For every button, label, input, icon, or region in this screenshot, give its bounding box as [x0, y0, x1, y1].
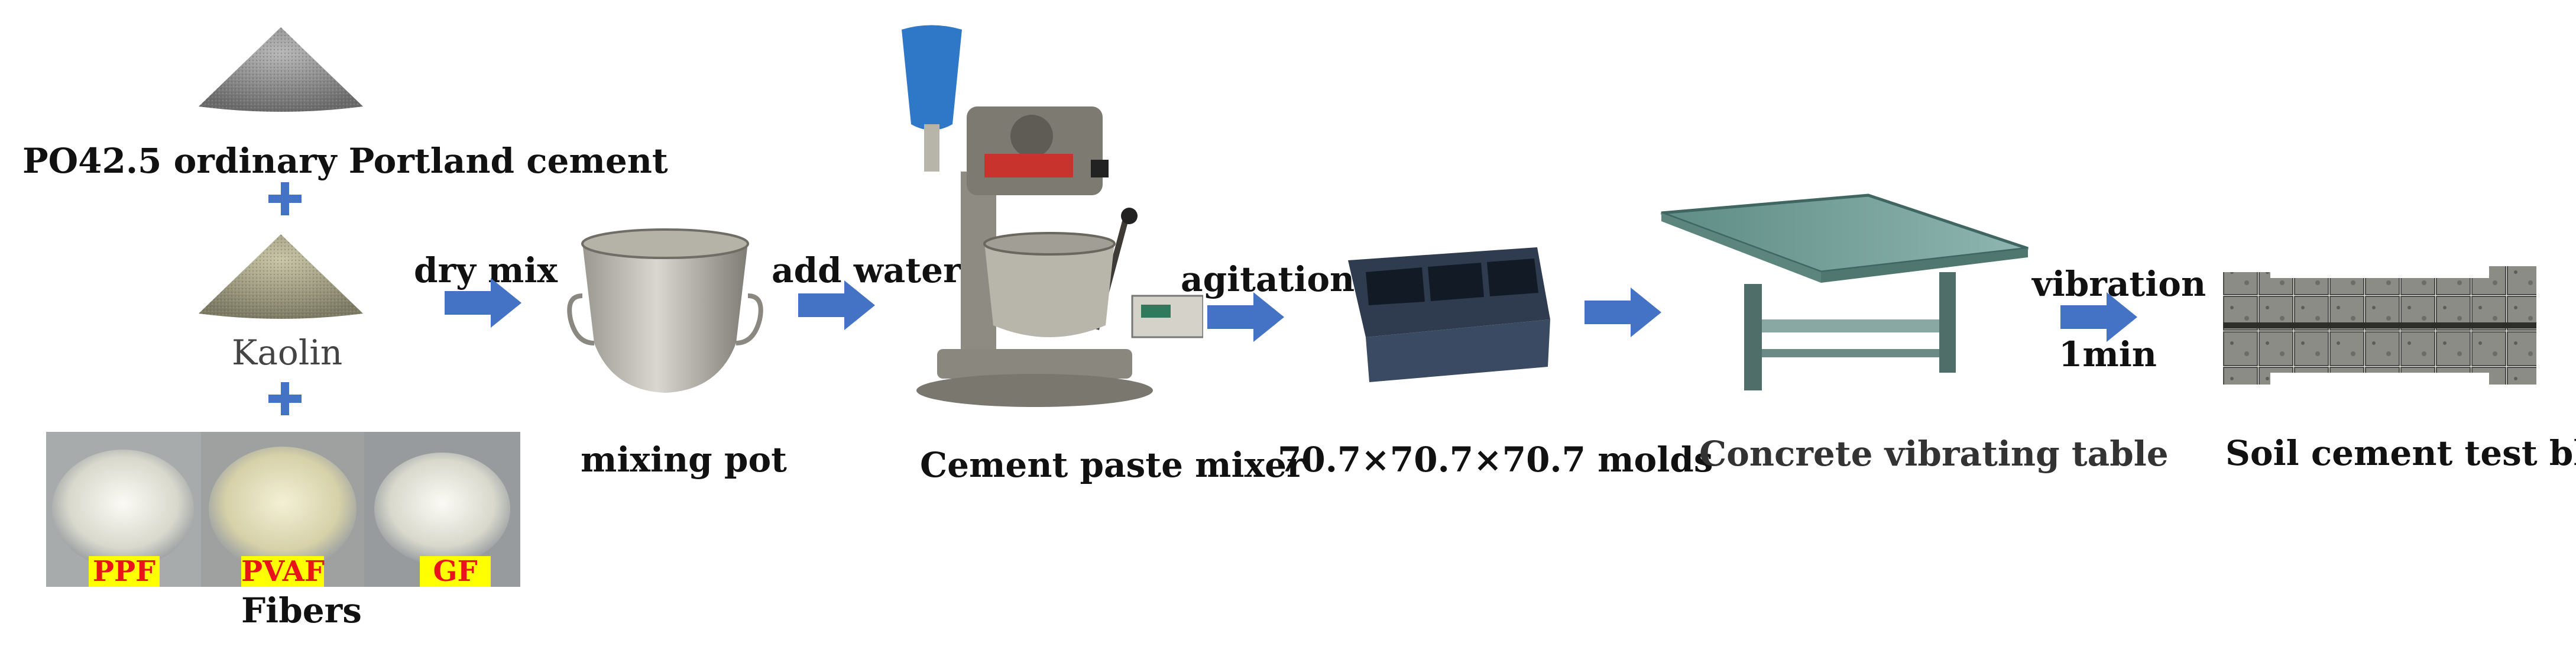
test-block-icon [2223, 266, 2536, 385]
kaolin-pile-icon [199, 234, 363, 319]
paste-mixer-label: Cement paste mixer [920, 445, 1305, 485]
plus-icon [268, 182, 302, 215]
plus-icon [268, 382, 302, 415]
vibrating-table-label: Concrete vibrating table [1699, 434, 2169, 474]
fiber-tag-ppf: PPF [89, 556, 160, 587]
vibration-time-label: 1min [2059, 334, 2157, 374]
arrow-right-icon [798, 280, 875, 330]
fiber-tag-gf: GF [420, 556, 491, 587]
fibers-label: Fibers [241, 590, 362, 631]
mold-icon [1348, 247, 1550, 382]
add-water-label: add water [772, 250, 961, 290]
arrow-right-icon [1585, 288, 1661, 337]
paste-mixer-icon [902, 25, 1203, 407]
vibrating-table-icon [1661, 193, 2029, 390]
fiber-tag-pvaf: PVAF [241, 555, 325, 588]
arrow-right-icon [1207, 292, 1284, 342]
agitation-label: agitation [1181, 259, 1355, 299]
dry-mix-label: dry mix [414, 250, 558, 290]
cement-label: PO42.5 ordinary Portland cement [22, 141, 668, 181]
kaolin-label: Kaolin [232, 332, 343, 373]
mixing-pot-icon [567, 228, 763, 393]
arrow-right-icon [445, 278, 521, 328]
molds-label: 70.7×70.7×70.7 molds [1278, 440, 1713, 480]
arrow-right-icon [2060, 292, 2137, 342]
test-block-label: Soil cement test block [2225, 433, 2576, 473]
mixing-pot-label: mixing pot [581, 440, 787, 480]
vibration-label: vibration [2032, 264, 2206, 304]
cement-pile-icon [199, 27, 363, 112]
